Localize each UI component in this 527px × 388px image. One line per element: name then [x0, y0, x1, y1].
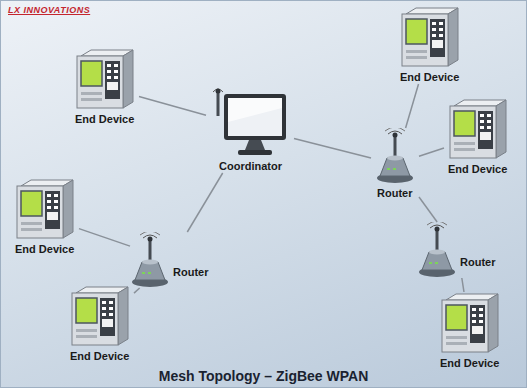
- node-label: Router: [377, 187, 412, 200]
- device-icon: [448, 98, 508, 160]
- network-link: [406, 84, 419, 128]
- router-icon: [375, 128, 415, 184]
- router-node: Router: [371, 128, 419, 200]
- end-device: End Device: [11, 178, 79, 256]
- device-icon: [400, 6, 460, 68]
- network-link: [79, 229, 130, 246]
- network-link: [462, 278, 464, 292]
- node-label: End Device: [15, 243, 74, 256]
- device-icon: [70, 285, 130, 347]
- node-label: Router: [460, 256, 495, 269]
- network-link: [419, 197, 437, 222]
- end-device: End Device: [444, 98, 512, 176]
- end-device: End Device: [66, 285, 134, 363]
- network-link: [139, 96, 206, 115]
- router-node: Router: [130, 232, 211, 288]
- diagram-title: Mesh Topology – ZigBee WPAN: [0, 368, 527, 384]
- coordinator-node: Coordinator: [206, 82, 294, 173]
- node-label: End Device: [400, 71, 459, 84]
- device-icon: [15, 178, 75, 240]
- network-link: [419, 148, 444, 156]
- end-device: End Device: [71, 48, 139, 126]
- node-label: End Device: [440, 357, 499, 370]
- node-label: Router: [173, 266, 208, 279]
- end-device: End Device: [436, 292, 504, 370]
- computer-icon: [210, 82, 290, 157]
- network-link: [294, 139, 371, 158]
- end-device: End Device: [396, 6, 464, 84]
- network-link: [134, 288, 140, 293]
- node-label: Coordinator: [219, 160, 282, 173]
- node-label: End Device: [448, 163, 507, 176]
- logo-text: LX INNOVATIONS: [8, 5, 90, 15]
- router-node: Router: [417, 222, 498, 278]
- router-icon: [417, 222, 457, 278]
- network-link: [187, 173, 222, 232]
- device-icon: [440, 292, 500, 354]
- device-icon: [75, 48, 135, 110]
- router-icon: [130, 232, 170, 288]
- node-label: End Device: [75, 113, 134, 126]
- node-label: End Device: [70, 350, 129, 363]
